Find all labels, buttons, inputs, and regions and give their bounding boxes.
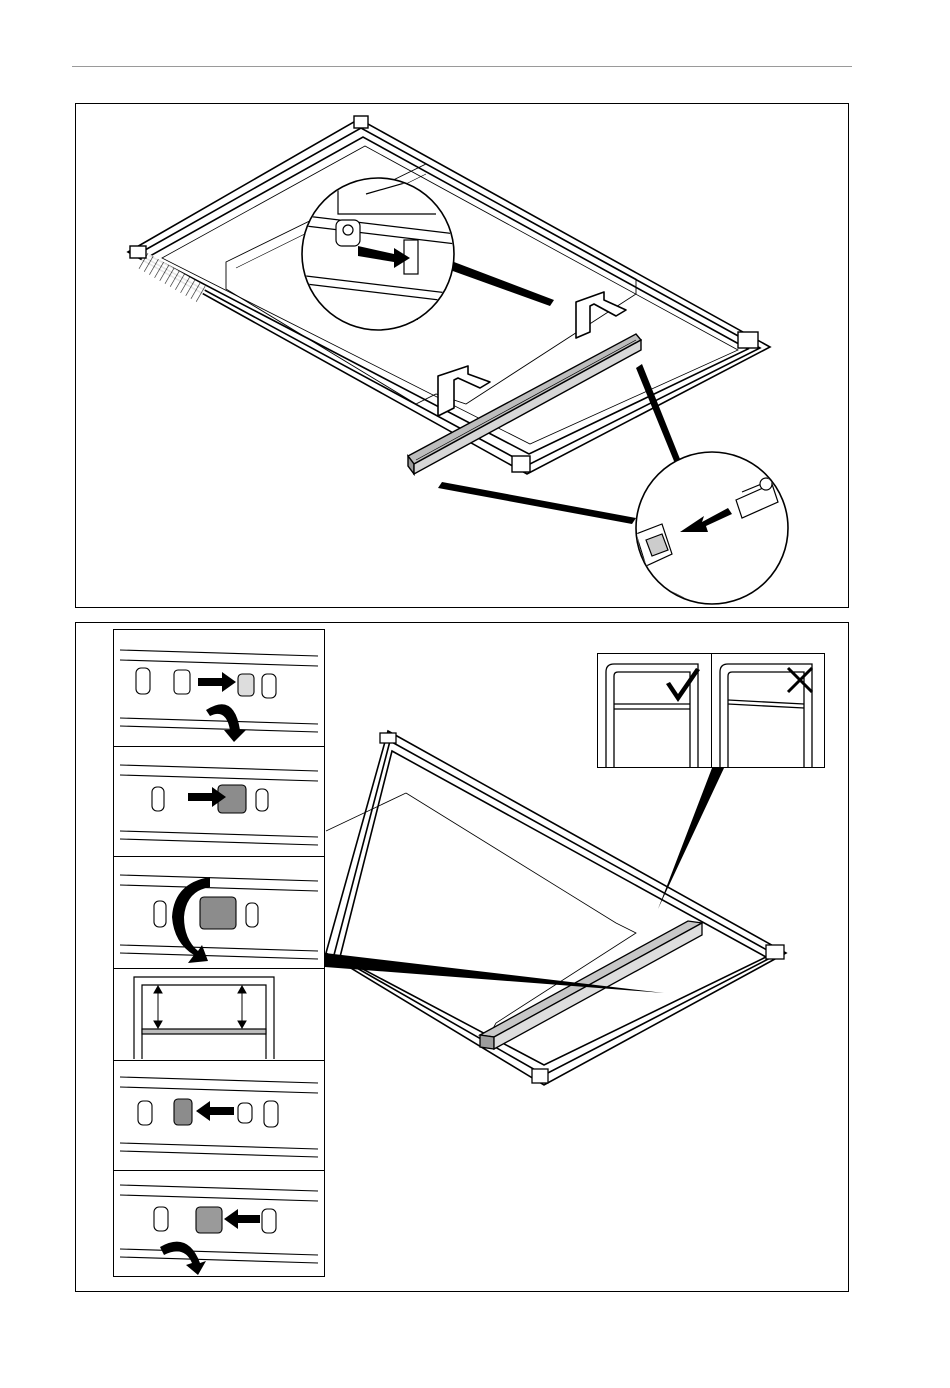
installation-figure-stopper-adjustment bbox=[75, 622, 849, 1292]
step-4-check-height bbox=[114, 969, 324, 1061]
frame-ridges-left bbox=[137, 252, 207, 303]
refrigerator-shelf-frame bbox=[326, 731, 786, 1085]
installation-figure-rail-mounting bbox=[75, 103, 849, 608]
push-right-arrow-icon bbox=[198, 672, 236, 692]
measure-arrows-icon bbox=[154, 986, 246, 1028]
step-2-push-stopper bbox=[114, 747, 324, 857]
magnifier-bracket bbox=[438, 364, 788, 604]
header-rule bbox=[72, 66, 852, 67]
rail-mounting-drawing bbox=[76, 104, 848, 607]
step-sequence bbox=[113, 629, 325, 1277]
step-5-slide-back bbox=[114, 1061, 324, 1171]
step-1-push-and-rotate bbox=[114, 630, 324, 747]
frame-corners bbox=[380, 733, 784, 1083]
check-mark-icon bbox=[666, 668, 700, 702]
alignment-comparison bbox=[597, 653, 825, 768]
comparison-correct bbox=[598, 654, 711, 767]
magnifier-clip bbox=[302, 174, 554, 330]
rotate-curved-arrow-icon bbox=[206, 704, 246, 742]
comparison-incorrect bbox=[712, 654, 825, 767]
step-6-lock bbox=[114, 1171, 324, 1277]
push-left-arrow-icon bbox=[196, 1101, 234, 1121]
refrigerator-shelf-frame bbox=[128, 119, 770, 474]
step-3-rotate-stopper bbox=[114, 857, 324, 969]
push-left-arrow-icon bbox=[224, 1209, 260, 1229]
